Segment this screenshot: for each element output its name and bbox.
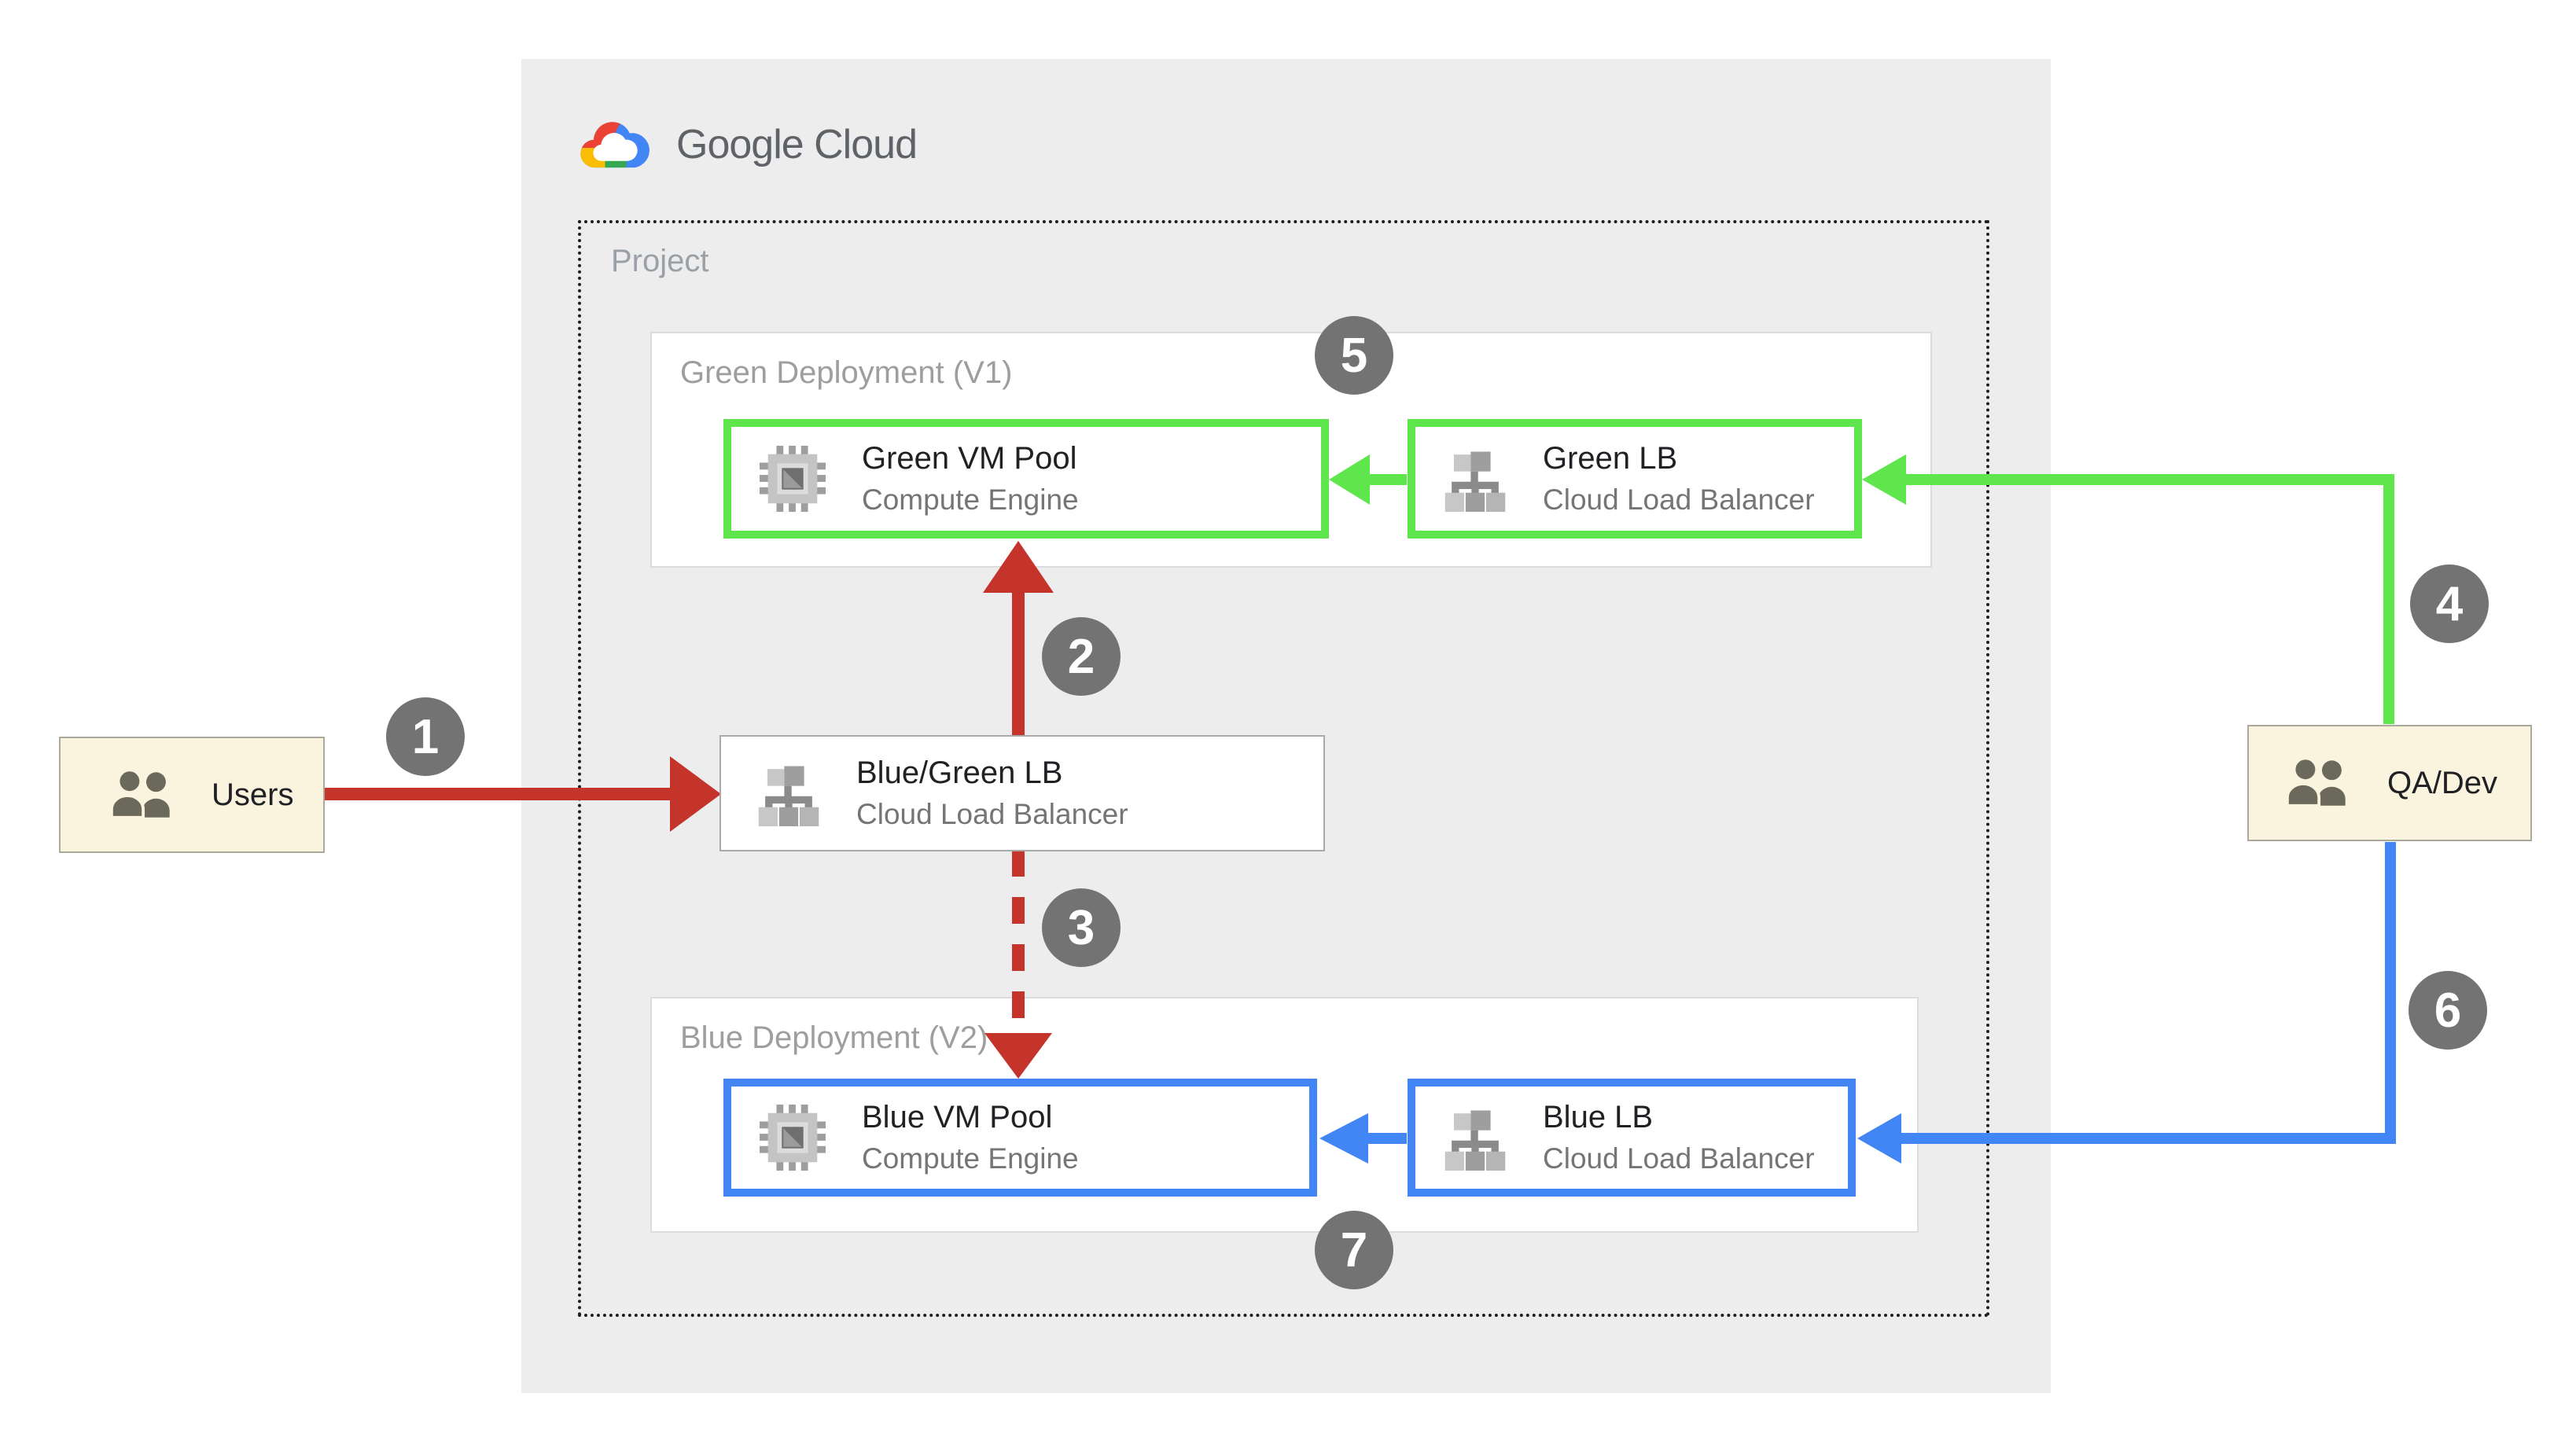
node-subtitle: Compute Engine bbox=[862, 1142, 1079, 1175]
node-title: Green VM Pool bbox=[862, 440, 1077, 476]
load-balancer-icon bbox=[1444, 1110, 1506, 1171]
node-green-vm-pool: Green VM Pool Compute Engine bbox=[723, 419, 1329, 539]
compute-engine-icon bbox=[759, 1104, 826, 1171]
node-title: Blue VM Pool bbox=[862, 1099, 1053, 1134]
node-title: Blue/Green LB bbox=[856, 755, 1063, 790]
node-blue-vm-pool: Blue VM Pool Compute Engine bbox=[723, 1079, 1317, 1197]
actor-qadev-label: QA/Dev bbox=[2387, 765, 2498, 800]
step-badge-2: 2 bbox=[1042, 617, 1121, 696]
google-cloud-logo-icon bbox=[580, 122, 650, 168]
actor-qadev: QA/Dev bbox=[2247, 725, 2532, 841]
google-cloud-logo: Google Cloud bbox=[574, 108, 918, 181]
actor-users-label: Users bbox=[212, 777, 294, 812]
google-cloud-logo-text: Google Cloud bbox=[676, 122, 918, 167]
node-subtitle: Cloud Load Balancer bbox=[856, 797, 1128, 830]
users-icon bbox=[2285, 759, 2346, 807]
group-green-label: Green Deployment (V1) bbox=[680, 355, 1013, 390]
step-badge-3: 3 bbox=[1042, 888, 1121, 967]
load-balancer-icon bbox=[758, 766, 819, 826]
step-badge-4: 4 bbox=[2410, 564, 2489, 643]
node-title: Blue LB bbox=[1543, 1099, 1654, 1134]
step-badge-5: 5 bbox=[1315, 316, 1393, 395]
step-badge-7: 7 bbox=[1315, 1211, 1393, 1289]
node-blue-lb: Blue LB Cloud Load Balancer bbox=[1408, 1079, 1856, 1197]
node-subtitle: Cloud Load Balancer bbox=[1543, 1142, 1815, 1175]
project-label: Project bbox=[611, 244, 709, 278]
node-title: Green LB bbox=[1543, 440, 1678, 476]
project-boundary: Project bbox=[578, 220, 1989, 1317]
node-subtitle: Compute Engine bbox=[862, 483, 1079, 516]
group-blue-label: Blue Deployment (V2) bbox=[680, 1020, 988, 1055]
node-subtitle: Cloud Load Balancer bbox=[1543, 483, 1815, 516]
node-green-lb: Green LB Cloud Load Balancer bbox=[1408, 419, 1862, 539]
node-bluegreen-lb: Blue/Green LB Cloud Load Balancer bbox=[719, 735, 1325, 851]
step-badge-1: 1 bbox=[386, 697, 465, 776]
compute-engine-icon bbox=[759, 445, 826, 513]
load-balancer-icon bbox=[1444, 451, 1506, 512]
step-badge-6: 6 bbox=[2409, 971, 2487, 1050]
users-icon bbox=[109, 770, 170, 819]
actor-users: Users bbox=[59, 737, 325, 853]
